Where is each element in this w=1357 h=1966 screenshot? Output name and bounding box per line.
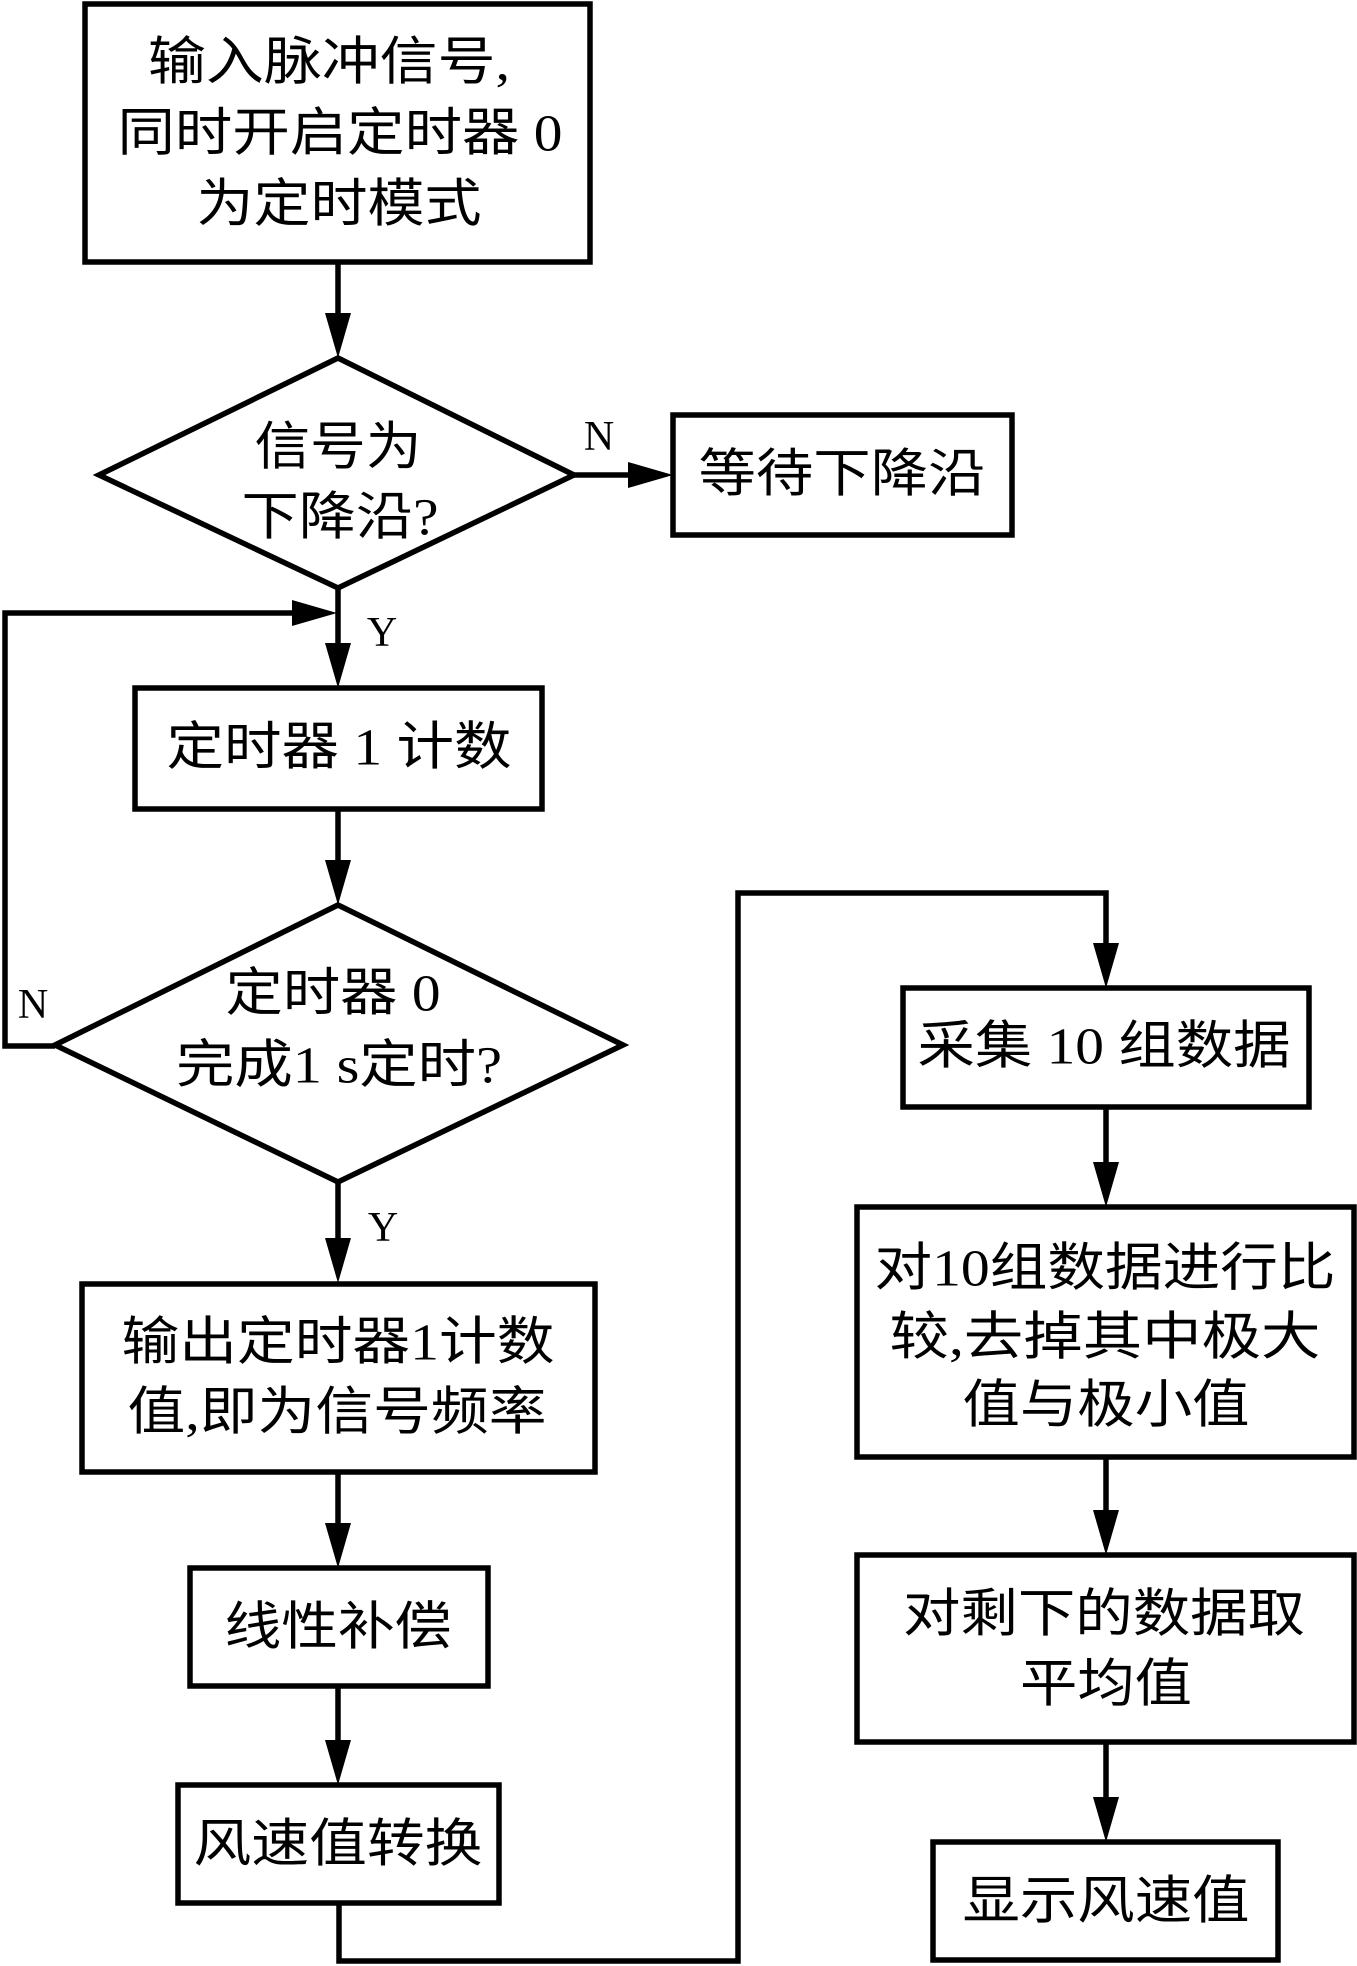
arrowhead-down-icon — [325, 1523, 351, 1568]
node-linear-compensation: 线性补偿 — [187, 1565, 491, 1689]
node-text-line: 输出定时器1计数 — [122, 1315, 555, 1372]
node-text-line: 信号为 — [255, 420, 422, 477]
node-display-wind-speed: 显示风速值 — [930, 1839, 1281, 1963]
arrow-timer1-to-timer0-check — [325, 809, 351, 905]
arrowhead-down-icon — [325, 643, 351, 688]
arrowhead-down-icon — [1093, 1797, 1119, 1842]
arrowhead-down-icon — [325, 860, 351, 905]
node-text-line: 输入脉冲信号, — [148, 35, 510, 92]
arrowhead-down-icon — [1093, 1162, 1119, 1207]
arrow-timer0-no-loop — [2, 600, 337, 1049]
node-text-line: 较,去掉其中极大 — [890, 1310, 1321, 1367]
arrow-collect-to-compare — [1093, 1107, 1119, 1207]
arrow-timer0-yes — [325, 1182, 351, 1283]
arrow-falling-edge-yes — [325, 588, 351, 688]
decision-timer0: 定时器 0 完成1 s定时? — [48, 901, 630, 1186]
edge-label-yes: Y — [367, 610, 397, 656]
node-start: 输入脉冲信号, 同时开启定时器 0 为定时模式 — [82, 1, 593, 265]
arrowhead-down-icon — [325, 313, 351, 358]
arrowhead-down-icon — [1093, 1510, 1119, 1555]
edge-label-no: N — [584, 414, 614, 460]
connectors — [2, 263, 1119, 1964]
edge-label-no: N — [18, 982, 48, 1028]
node-text-line: 定时器 1 计数 — [167, 720, 512, 777]
node-text-line: 风速值转换 — [194, 1817, 483, 1874]
node-text-line: 等待下降沿 — [699, 447, 986, 504]
arrow-output-to-linear — [325, 1472, 351, 1568]
arrowhead-right-icon — [292, 600, 337, 626]
arrow-falling-edge-no — [574, 462, 673, 488]
arrow-start-to-falling-edge-check — [325, 263, 351, 358]
node-text-line: 采集 10 组数据 — [918, 1019, 1291, 1076]
node-text-line: 为定时模式 — [197, 177, 482, 234]
node-text-line: 显示风速值 — [963, 1874, 1250, 1931]
arrowhead-down-icon — [325, 1238, 351, 1283]
node-text-line: 平均值 — [1020, 1657, 1192, 1714]
arrow-average-to-display — [1093, 1742, 1119, 1842]
node-wind-speed-conversion: 风速值转换 — [175, 1782, 502, 1906]
node-text-line: 值与极小值 — [963, 1378, 1250, 1435]
node-text-line: 线性补偿 — [225, 1600, 452, 1657]
node-text-line: 值,即为信号频率 — [128, 1385, 547, 1442]
arrowhead-down-icon — [325, 1740, 351, 1785]
node-text-line: 对剩下的数据取 — [903, 1587, 1305, 1644]
node-timer1-count: 定时器 1 计数 — [132, 685, 545, 812]
decision-falling-edge: 信号为 下降沿? — [92, 354, 581, 592]
node-compare-data: 对10组数据进行比 较,去掉其中极大 值与极小值 — [854, 1204, 1357, 1460]
arrow-conversion-to-collect — [336, 890, 1119, 1964]
node-text-line: 同时开启定时器 0 — [118, 106, 563, 163]
node-average-data: 对剩下的数据取 平均值 — [854, 1552, 1357, 1745]
node-text-line: 完成1 s定时? — [176, 1038, 502, 1095]
arrow-linear-to-conversion — [325, 1686, 351, 1785]
edge-label-yes: Y — [368, 1205, 398, 1251]
node-text-line: 对10组数据进行比 — [875, 1241, 1336, 1298]
node-output-count: 输出定时器1计数 值,即为信号频率 — [79, 1281, 598, 1475]
arrow-compare-to-average — [1093, 1457, 1119, 1555]
node-text-line: 定时器 0 — [226, 966, 441, 1023]
node-collect-data: 采集 10 组数据 — [900, 985, 1312, 1110]
arrowhead-down-icon — [1093, 943, 1119, 988]
node-text-line: 下降沿? — [242, 490, 439, 547]
node-wait-falling-edge: 等待下降沿 — [670, 412, 1015, 538]
arrowhead-right-icon — [628, 462, 673, 488]
